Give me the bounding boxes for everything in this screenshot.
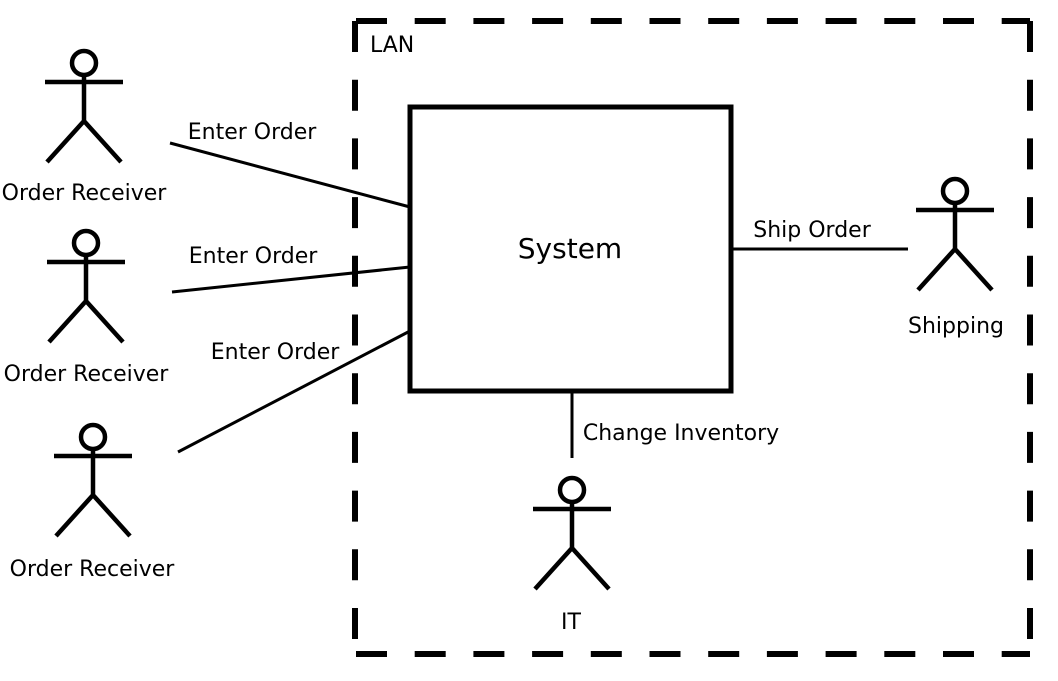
stick-figure-icon — [533, 502, 611, 589]
actor-label-shipping: Shipping — [908, 314, 1004, 339]
actor-label-order-receiver-3: Order Receiver — [10, 557, 176, 582]
actor-figure-order-receiver-3 — [54, 422, 132, 536]
stick-figure-icon — [45, 75, 123, 162]
stick-figure-icon — [54, 449, 132, 536]
actor-head-icon — [557, 475, 587, 505]
association-label-enter-order-3: Enter Order — [211, 340, 341, 365]
actor-head-icon — [78, 422, 108, 452]
actor-label-order-receiver-1: Order Receiver — [2, 181, 168, 206]
association-enter-order-1 — [169, 141, 411, 209]
association-enter-order-3 — [177, 329, 411, 454]
system-label: System — [518, 232, 622, 265]
association-label-enter-order-1: Enter Order — [188, 120, 318, 145]
association-label-change-inventory: Change Inventory — [583, 421, 779, 446]
association-label-enter-order-2: Enter Order — [189, 244, 319, 269]
actor-figure-shipping — [916, 176, 994, 290]
actor-head-icon — [69, 48, 99, 78]
system-box — [407, 104, 734, 394]
actor-head-icon — [71, 228, 101, 258]
stick-figure-icon — [916, 203, 994, 290]
actor-figure-order-receiver-1 — [45, 48, 123, 162]
association-label-ship-order: Ship Order — [753, 218, 871, 243]
stick-figure-icon — [47, 255, 125, 342]
lan-boundary — [352, 18, 1033, 657]
lan-label: LAN — [370, 33, 414, 58]
actor-figure-it — [533, 475, 611, 589]
actor-label-it: IT — [561, 610, 581, 635]
association-enter-order-2 — [171, 265, 411, 294]
actor-label-order-receiver-2: Order Receiver — [4, 362, 170, 387]
actor-head-icon — [940, 176, 970, 206]
actor-figure-order-receiver-2 — [47, 228, 125, 342]
